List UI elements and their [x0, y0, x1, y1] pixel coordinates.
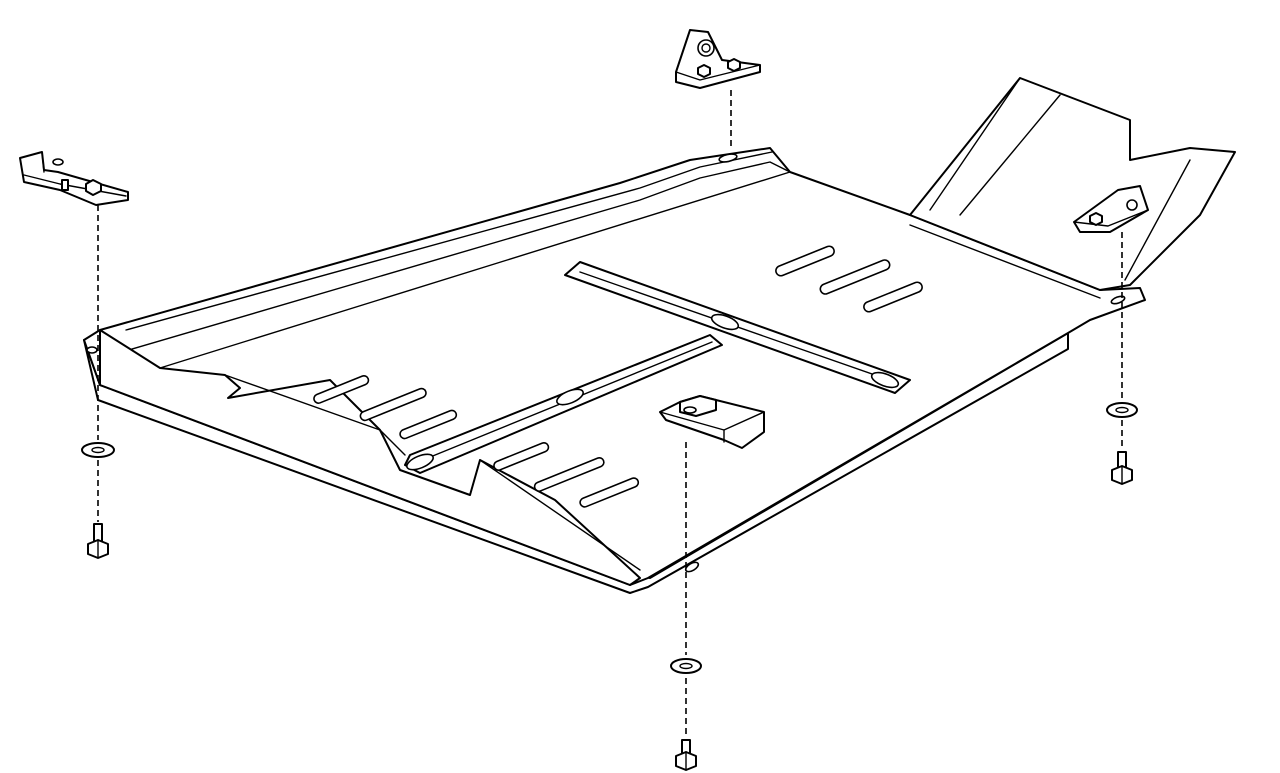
mounting-bracket-left	[19, 151, 129, 206]
washer-right	[1106, 402, 1138, 418]
mount-hole-front	[684, 561, 700, 573]
vent-slots-upper	[775, 245, 923, 313]
bolt-center	[675, 739, 697, 771]
bolt-left	[87, 523, 109, 559]
mount-hole-left	[86, 346, 98, 354]
mounting-bracket-top	[675, 29, 761, 89]
vent-slots-lower	[493, 441, 640, 508]
washer-left	[81, 442, 115, 458]
mounting-bracket-center	[659, 395, 765, 449]
mounting-bracket-right	[1073, 185, 1149, 233]
assembly-centerlines	[97, 90, 1123, 738]
skid-plate	[83, 77, 1236, 594]
mount-hole-rear	[718, 153, 738, 163]
vent-slots-left	[313, 374, 458, 440]
washer-center	[670, 658, 702, 674]
bolt-right	[1111, 451, 1133, 485]
mount-hole-right	[1110, 295, 1126, 305]
